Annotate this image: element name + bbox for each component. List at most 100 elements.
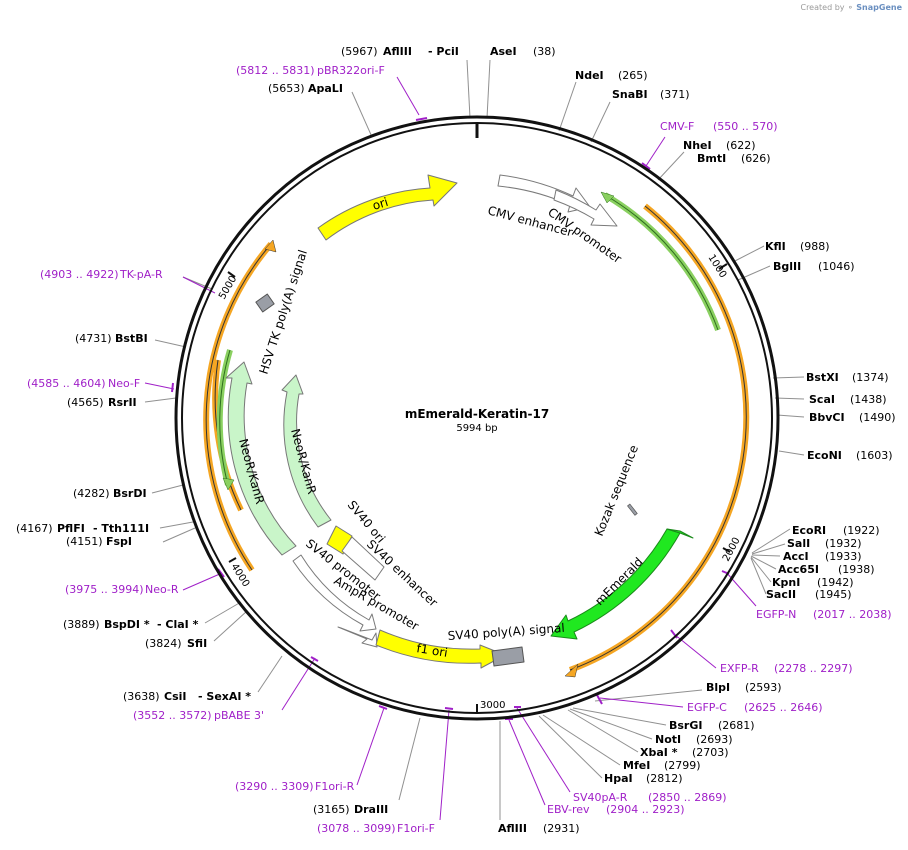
feature-ampr-promoter	[337, 626, 378, 648]
site-label-afliii-b: AflIII	[498, 822, 527, 835]
site-label-pos1945: (1945)	[815, 588, 852, 601]
site-label-pos1374: (1374)	[852, 371, 889, 384]
site-label-rsrii: RsrII	[108, 396, 137, 409]
marker-egfpc	[596, 694, 603, 705]
snapgene-credit: Created by ⚬ SnapGene	[800, 3, 902, 12]
site-label-acc65i: Acc65I	[778, 563, 819, 576]
feature-neor-outer	[225, 361, 297, 556]
site-label-pos1922: (1922)	[843, 524, 880, 537]
site-label-neor-range: (3975 .. 3994)	[65, 583, 144, 596]
site-label-pos3165: (3165)	[313, 803, 350, 816]
site-label-pbabe-name: pBABE 3'	[214, 709, 264, 722]
site-label-kfli: KflI	[765, 240, 786, 253]
leader-apali	[351, 91, 373, 138]
orf-neo-arrowhead	[264, 239, 277, 253]
leader-lines	[144, 59, 805, 820]
map-title: mEmerald-Keratin-17	[405, 407, 549, 421]
label-hsv-tk: HSV TK poly(A) signal	[257, 248, 310, 376]
snapgene-logo-icon: ⚬	[847, 3, 854, 12]
primer-leader-lines	[144, 76, 757, 821]
site-label-pos4565: (4565)	[67, 396, 104, 409]
site-label-pos2931: (2931)	[543, 822, 580, 835]
leader-pbr322ori	[396, 76, 420, 116]
site-label-sv40par-range: (2850 .. 2869)	[648, 791, 727, 804]
site-label-pos622: (622)	[726, 139, 756, 152]
site-label-f1orif-range: (3078 .. 3099)	[317, 822, 396, 835]
site-label-pos38: (38)	[533, 45, 556, 58]
site-label-pos3824: (3824)	[145, 637, 182, 650]
label-sv40-polya: SV40 poly(A) signal	[447, 621, 565, 643]
feature-hsv-tk-polya	[255, 293, 275, 313]
leader-snabi	[590, 101, 611, 143]
marker-cmvf	[641, 162, 651, 170]
site-label-neor-name: Neo-R	[145, 583, 179, 596]
label-kozak: Kozak sequence	[592, 443, 641, 538]
site-label-pos371: (371)	[660, 88, 690, 101]
site-label-bsrdi: BsrDI	[113, 487, 147, 500]
site-label-bspdi: BspDI *	[104, 618, 150, 631]
leader-bstbi	[154, 339, 187, 348]
leader-xbai	[567, 709, 639, 753]
site-label-pos4282: (4282)	[73, 487, 110, 500]
leader-kfli	[732, 245, 765, 263]
site-label-bstxi: BstXI	[806, 371, 839, 384]
site-label-kpni: KpnI	[772, 576, 800, 589]
leader-sacii	[750, 557, 767, 595]
site-label-sali: SalI	[787, 537, 810, 550]
site-label-pos1942: (1942)	[817, 576, 854, 589]
leader-bsrgi	[572, 707, 667, 726]
site-label-pos1438: (1438)	[850, 393, 887, 406]
site-label-mfei: MfeI	[623, 759, 650, 772]
leader-bstxi	[772, 376, 805, 379]
site-label-egfpc-range: (2625 .. 2646)	[744, 701, 823, 714]
marker-neof	[171, 382, 174, 393]
orf-keratin-arrowhead	[600, 191, 615, 204]
site-label-bsrgi: BsrGI	[669, 719, 702, 732]
site-label-egfpc-name: EGFP-C	[687, 701, 727, 714]
site-label-pos2681: (2681)	[718, 719, 755, 732]
orf-neo-green-core	[219, 349, 231, 486]
site-label-tkpa-range: (4903 .. 4922)	[40, 268, 119, 281]
site-label-bglii: BglII	[773, 260, 801, 273]
leader-f1orif	[439, 709, 450, 821]
leader-ebv	[508, 719, 546, 806]
site-label-afliii-a: AflIII	[383, 45, 412, 58]
orf-neo-orange-core	[205, 243, 272, 571]
leader-rsrii	[144, 397, 177, 403]
site-label-pbabe-range: (3552 .. 3572)	[133, 709, 212, 722]
site-label-ndei: NdeI	[575, 69, 604, 82]
marker-pbabe	[310, 656, 319, 662]
site-label-xbai: XbaI *	[640, 746, 678, 759]
leader-draiii	[398, 717, 421, 801]
leader-acc65i	[750, 555, 777, 570]
site-label-pos1046: (1046)	[818, 260, 855, 273]
site-label-econi: EcoNI	[807, 449, 842, 462]
site-label-pos3889: (3889)	[63, 618, 100, 631]
backbone-outer-strand	[174, 115, 780, 721]
site-label-scai: ScaI	[809, 393, 835, 406]
site-label-pos2593: (2593)	[745, 681, 782, 694]
orf-arcs	[203, 191, 750, 678]
site-label-pos3638: (3638)	[123, 690, 160, 703]
site-label-ebv-name: EBV-rev	[547, 803, 590, 816]
leader-fspi	[162, 527, 196, 543]
leader-scai	[774, 397, 805, 400]
site-label-pos2812: (2812)	[646, 772, 683, 785]
site-label-sv40par-name: SV40pA-R	[573, 791, 628, 804]
site-label-egfpn-range: (2017 .. 2038)	[813, 608, 892, 621]
site-label-bstbi: BstBI	[115, 332, 148, 345]
tick-1000	[718, 263, 728, 270]
feature-memerald-cap	[666, 528, 694, 539]
site-label-pos1932: (1932)	[825, 537, 862, 550]
orf-keratin-green-core	[604, 194, 719, 331]
leader-acci	[751, 554, 781, 557]
orf-neo-green-arrowhead	[222, 477, 235, 491]
site-label-pos5967: (5967)	[341, 45, 378, 58]
label-ori: ori	[371, 195, 390, 213]
leader-egfpn	[725, 571, 757, 607]
feature-neor-inner	[281, 374, 332, 528]
site-label-draiii: DraIII	[354, 803, 388, 816]
label-f1-ori: f1 ori	[416, 641, 449, 660]
